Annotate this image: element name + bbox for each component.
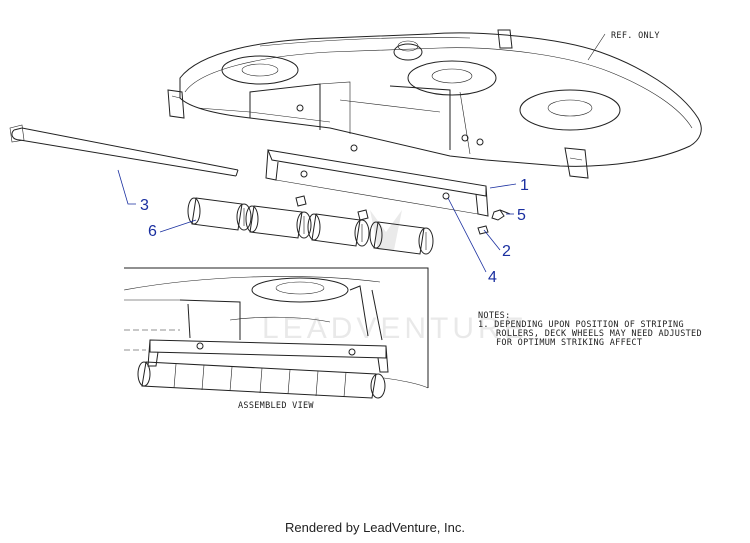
mounting-bracket — [265, 149, 489, 217]
hardware — [295, 195, 511, 235]
notes-line-2: ROLLERS, DECK WHEELS MAY NEED ADJUSTED — [496, 329, 702, 339]
notes-title: NOTES: — [478, 311, 511, 321]
striping-rollers — [187, 197, 434, 255]
assembled-view: ASSEMBLED VIEW — [123, 267, 429, 411]
notes-line-3: FOR OPTIMUM STRIKING AFFECT — [496, 338, 642, 348]
callout-6: 6 — [148, 223, 157, 240]
notes-line-1: 1. DEPENDING UPON POSITION OF STRIPING — [478, 320, 684, 330]
callout-4: 4 — [488, 269, 497, 286]
callout-1: 1 — [520, 177, 529, 194]
callout-3: 3 — [140, 197, 149, 214]
watermark: LEADVENTURE — [262, 210, 528, 345]
callout-5: 5 — [517, 207, 526, 224]
callouts: 1 2 3 4 5 6 — [117, 169, 529, 286]
assembled-view-label: ASSEMBLED VIEW — [238, 401, 314, 411]
mower-deck: REF. ONLY — [167, 29, 702, 179]
notes: NOTES: 1. DEPENDING UPON POSITION OF STR… — [478, 311, 702, 348]
callout-2: 2 — [502, 243, 511, 260]
roller-rod — [9, 124, 239, 177]
watermark-text: LEADVENTURE — [262, 312, 528, 345]
footer-credit: Rendered by LeadVenture, Inc. — [285, 520, 465, 535]
ref-only-label: REF. ONLY — [611, 31, 660, 41]
